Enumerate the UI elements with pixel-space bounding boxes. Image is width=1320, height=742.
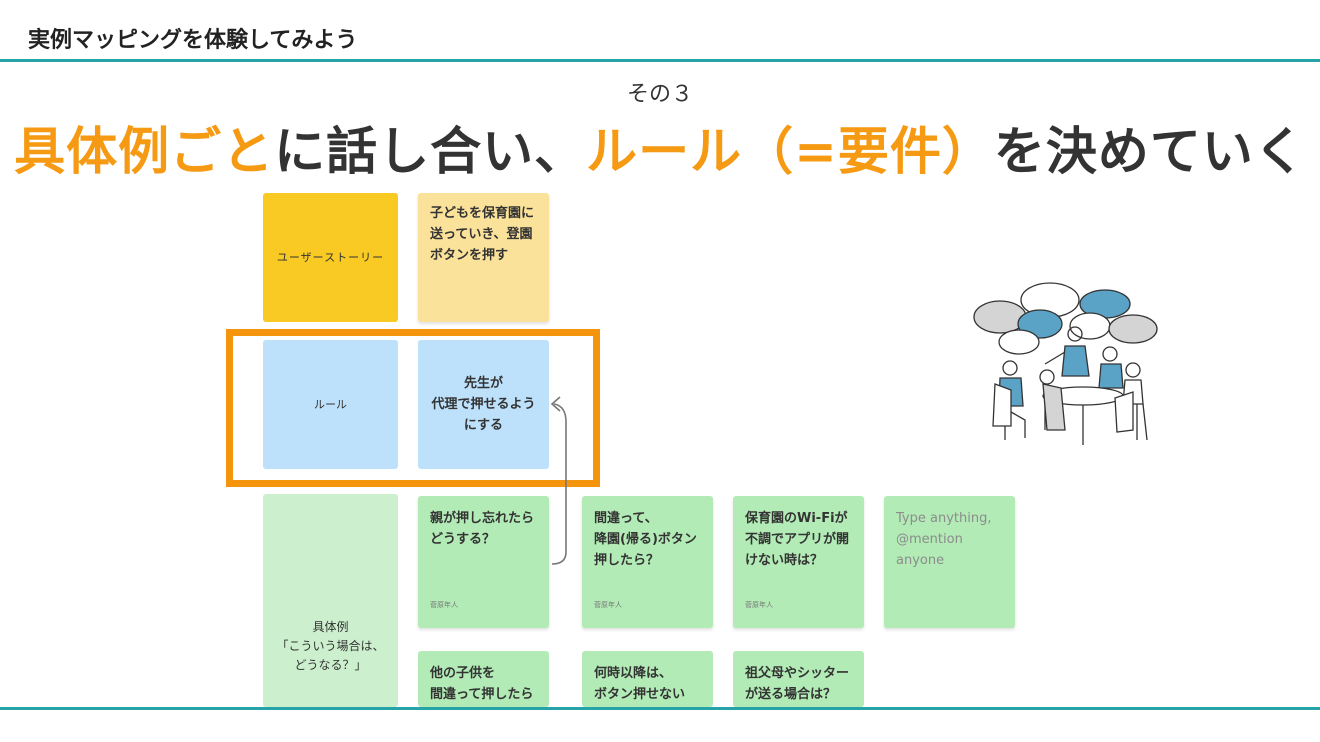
headline-highlight-2: ルール（=要件） [586,123,994,182]
user-story-header[interactable]: ユーザーストーリー [263,193,398,322]
example-column-label: 具体例 「こういう場合は、 どうなる？」 [276,620,385,672]
footer-divider [0,707,1320,710]
user-story-text: 子どもを保育園に 送っていき、登園 ボタンを押す [430,206,535,263]
example-card-text: 保育園のWi-Fiが 不調でアプリが開 けない時は？ [745,511,850,568]
example-card-text: 親が押し忘れたら どうする？ [430,511,535,547]
headline-highlight-1: 具体例ごと [14,123,275,182]
user-story-header-label: ユーザーストーリー [276,251,385,264]
example-card-author: 菅原年人 [745,601,773,609]
rule-highlight-frame [226,329,600,487]
connector-arrow-icon [550,396,567,565]
slide-subtitle: その３ [626,82,693,107]
rule-header-label: ルール [314,398,347,411]
header-divider [0,59,1320,62]
example-card-text: 間違って、 降園(帰る)ボタン 押したら？ [594,511,697,568]
example-column-header[interactable]: 具体例 「こういう場合は、 どうなる？」 [263,494,398,707]
rule-card-text: 先生が 代理で押せるよう にする [431,376,536,433]
new-sticky-placeholder: Type anything, @mention anyone [896,511,992,568]
team-discussion-illustration [973,282,1158,445]
example-card-author: 菅原年人 [430,601,458,609]
example-card-text: 祖父母やシッター が送る場合は？ [745,666,850,702]
new-sticky-input[interactable]: Type anything, @mention anyone [884,496,1015,628]
example-card[interactable]: 間違って、 降園(帰る)ボタン 押したら？ 菅原年人 [582,496,713,628]
rule-card[interactable]: 先生が 代理で押せるよう にする [418,340,549,469]
section-title: 実例マッピングを体験してみよう [28,28,358,53]
example-card[interactable]: 保育園のWi-Fiが 不調でアプリが開 けない時は？ 菅原年人 [733,496,864,628]
example-card[interactable]: 祖父母やシッター が送る場合は？ [733,651,864,707]
example-card-author: 菅原年人 [594,601,622,609]
headline-text-1: に話し合い、 [274,123,587,182]
example-card[interactable]: 親が押し忘れたら どうする？ 菅原年人 [418,496,549,628]
slide-headline: 具体例ごとに話し合い、ルール（=要件）を決めていく [0,110,1320,184]
headline-text-2: を決めていく [993,123,1306,182]
example-card-text: 何時以降は、 ボタン押せない [594,666,686,702]
user-story-card[interactable]: 子どもを保育園に 送っていき、登園 ボタンを押す [418,193,549,322]
example-card[interactable]: 何時以降は、 ボタン押せない [582,651,713,707]
example-card-text: 他の子供を 間違って押したら [430,666,534,702]
rule-header[interactable]: ルール [263,340,398,469]
example-card[interactable]: 他の子供を 間違って押したら [418,651,549,707]
